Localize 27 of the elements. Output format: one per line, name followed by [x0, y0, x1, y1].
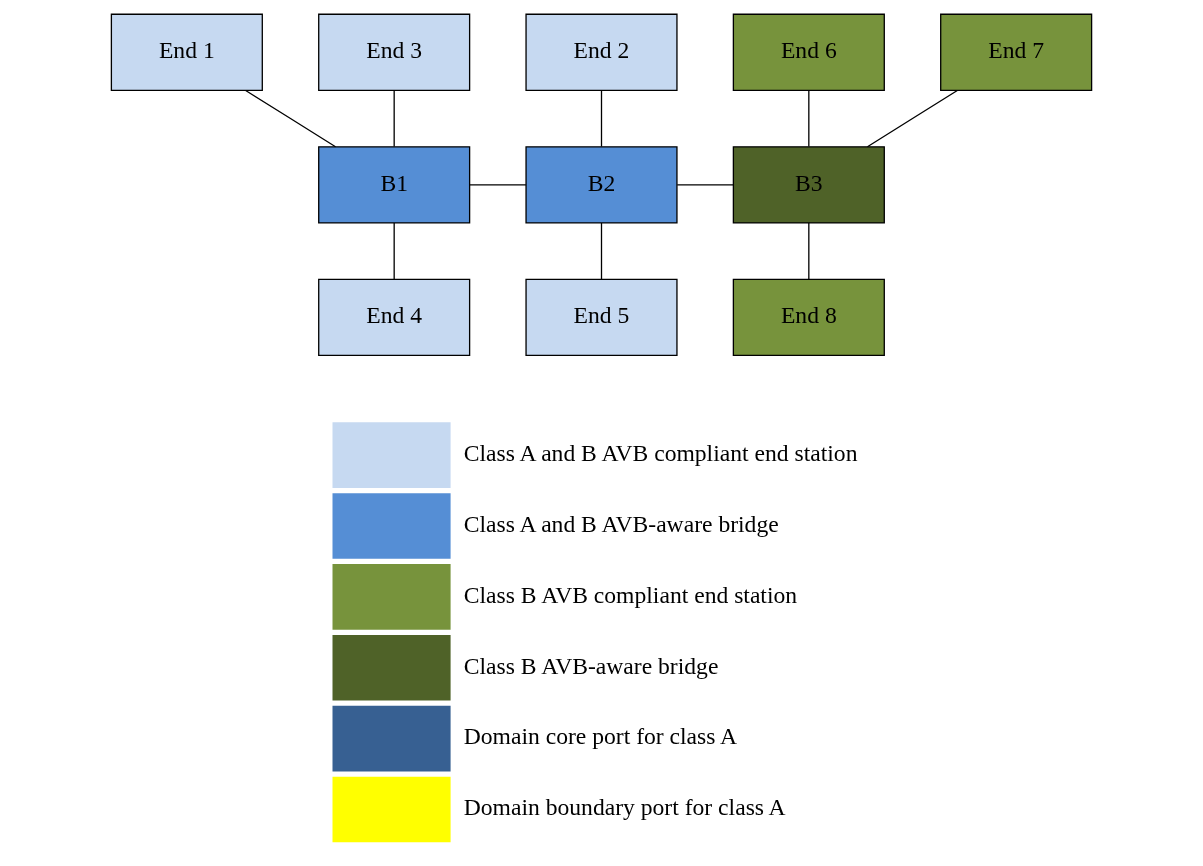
connector	[808, 221, 810, 280]
connector	[393, 221, 395, 280]
connector	[676, 183, 734, 185]
connector	[600, 221, 603, 280]
connector	[808, 89, 810, 147]
node-box: End 4	[318, 278, 471, 356]
node-box: End 8	[732, 278, 885, 356]
node-box: End 5	[525, 278, 678, 356]
node-box: End 1	[110, 13, 263, 91]
connector	[469, 183, 527, 185]
connector	[245, 89, 337, 147]
connector	[866, 89, 958, 147]
connector	[393, 89, 395, 147]
legend-label: Domain boundary port for class A	[463, 793, 786, 820]
legend-label: Class B AVB-aware bridge	[463, 652, 719, 678]
legend-label: Class A and B AVB compliant end station	[463, 439, 858, 466]
node-box: B3	[732, 145, 885, 224]
connector	[600, 89, 603, 147]
node-box: B2	[525, 145, 678, 224]
legend-label: Class B AVB compliant end station	[463, 581, 798, 608]
node-box: B1	[318, 145, 471, 224]
node-box: End 6	[732, 13, 885, 91]
node-box: End 2	[525, 13, 678, 91]
node-box: End 7	[940, 13, 1093, 91]
node-box: End 3	[318, 13, 471, 91]
legend-label: Class A and B AVB-aware bridge	[463, 510, 779, 537]
legend-label: Domain core port for class A	[463, 722, 738, 749]
